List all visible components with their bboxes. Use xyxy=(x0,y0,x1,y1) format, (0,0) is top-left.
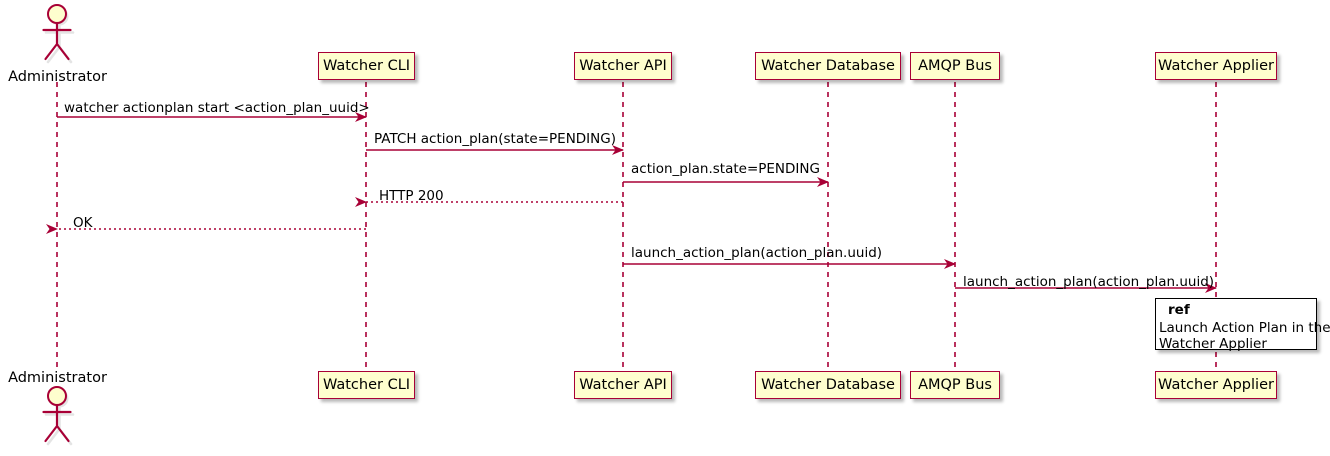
message-label-6: launch_action_plan(action_plan.uuid) xyxy=(631,245,883,261)
participant-box-watcher-cli-bottom[interactable]: Watcher CLI xyxy=(318,371,415,399)
message-label-5: OK xyxy=(73,215,93,231)
participant-box-watcher-cli-top[interactable]: Watcher CLI xyxy=(318,52,415,80)
participant-box-watcher-applier-top[interactable]: Watcher Applier xyxy=(1155,52,1277,80)
message-label-7: launch_action_plan(action_plan.uuid) xyxy=(963,274,1215,290)
messages-group xyxy=(46,112,1217,293)
participant-box-watcher-api-bottom[interactable]: Watcher API xyxy=(574,371,672,399)
message-label-1: watcher actionplan start <action_plan_uu… xyxy=(64,100,370,116)
participant-box-amqp-bus-bottom[interactable]: AMQP Bus xyxy=(910,371,1000,399)
actor-icon-top xyxy=(42,4,72,61)
participant-box-watcher-applier-bottom[interactable]: Watcher Applier xyxy=(1155,371,1277,399)
participant-box-watcher-database-bottom[interactable]: Watcher Database xyxy=(755,371,901,399)
actor-label-administrator-top: Administrator xyxy=(8,69,107,85)
participant-box-watcher-database-top[interactable]: Watcher Database xyxy=(755,52,901,80)
message-label-3: action_plan.state=PENDING xyxy=(631,161,820,177)
participant-box-amqp-bus-top[interactable]: AMQP Bus xyxy=(910,52,1000,80)
ref-fragment-body-line-1: Launch Action Plan in the xyxy=(1159,320,1330,336)
message-label-4: HTTP 200 xyxy=(379,188,444,204)
message-label-2: PATCH action_plan(state=PENDING) xyxy=(374,131,616,147)
ref-fragment-body-line-2: Watcher Applier xyxy=(1159,336,1267,352)
actor-icon-bottom xyxy=(42,386,72,443)
lifelines-group xyxy=(56,82,1217,370)
participant-box-watcher-api-top[interactable]: Watcher API xyxy=(574,52,672,80)
actor-label-administrator-bottom: Administrator xyxy=(8,370,107,386)
ref-fragment-frame[interactable] xyxy=(1155,298,1317,350)
ref-fragment-tab-label: ref xyxy=(1168,302,1190,318)
